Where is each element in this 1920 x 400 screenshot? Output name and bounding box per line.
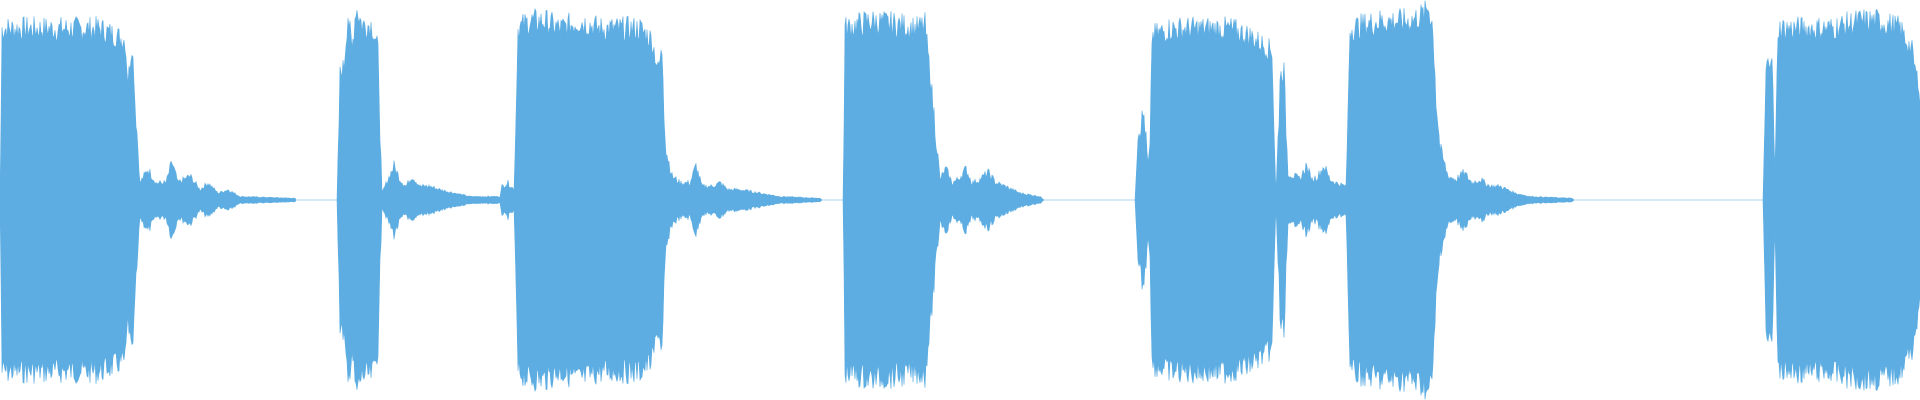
waveform-graphic <box>0 0 1920 400</box>
audio-waveform-display[interactable] <box>0 0 1920 400</box>
waveform-signal <box>0 0 1920 400</box>
